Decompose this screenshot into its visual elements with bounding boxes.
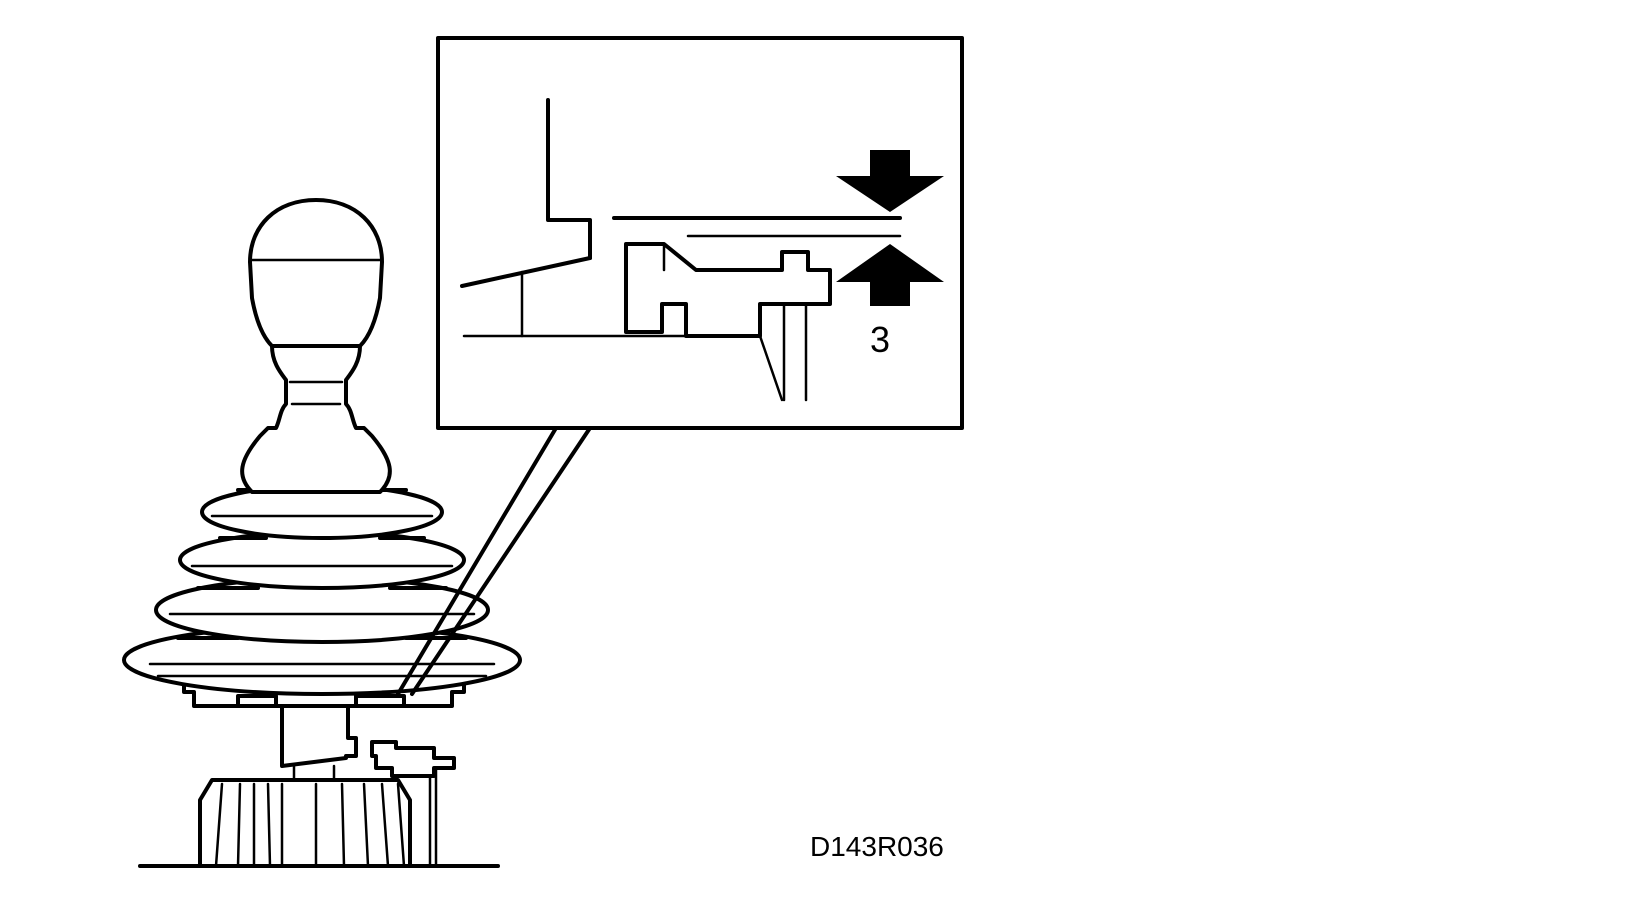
callout-leader <box>396 426 592 696</box>
detail-inset: 3 <box>436 36 964 430</box>
stem-block <box>280 704 358 768</box>
arrow-up-icon <box>836 244 944 306</box>
base-housing <box>198 778 412 868</box>
actuator-profile <box>624 242 832 338</box>
arrow-down-icon <box>836 150 944 212</box>
adjuster-part <box>370 740 456 778</box>
figure-code: D143R036 <box>810 831 944 862</box>
boot-collar <box>240 344 392 494</box>
callout-number: 3 <box>870 319 890 360</box>
joystick-knob <box>248 198 384 348</box>
housing-wall <box>546 98 592 260</box>
